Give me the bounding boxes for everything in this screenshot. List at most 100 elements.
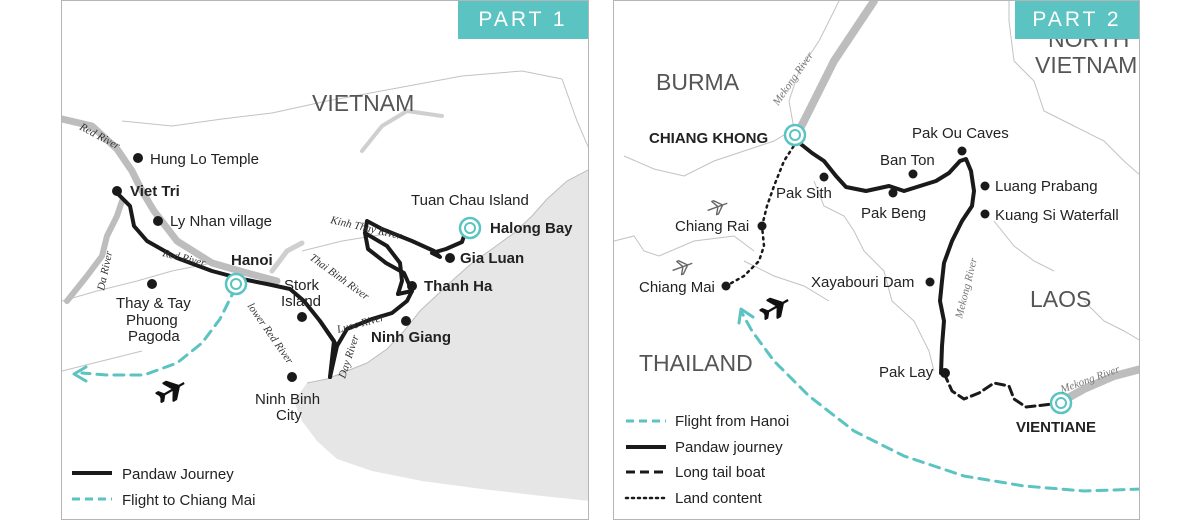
place-label-kuang-si-waterfall: Kuang Si Waterfall (995, 207, 1119, 224)
map-part-2-svg: BURMA NORTH VIETNAM LAOS THAILAND CHIANG… (614, 1, 1139, 507)
place-label-thay-tay: Thay & Tay (116, 295, 191, 312)
flight-arrow-head (737, 307, 755, 325)
country-border (623, 1, 840, 177)
location-dot-icon (888, 188, 898, 198)
location-dot-icon (721, 281, 731, 291)
legend-flight-label: Flight from Hanoi (675, 413, 789, 430)
country-border (813, 180, 935, 372)
location-dot-icon (287, 372, 297, 382)
river-label-mekong-top: Mekong River (770, 49, 816, 108)
place-label-luang-prabang: Luang Prabang (995, 178, 1098, 195)
place-label-chiang-rai: Chiang Rai (675, 218, 749, 235)
mekong-river-band (792, 1, 878, 140)
location-dot-icon (980, 181, 990, 191)
legend-land-label: Land content (675, 490, 763, 507)
da-river-band (64, 198, 125, 304)
part-label: PART 1 (458, 1, 588, 39)
pandaw-journey-route (328, 219, 466, 379)
place-label-ninh-giang: Ninh Giang (371, 329, 451, 346)
place-label-chiang-mai: Chiang Mai (639, 279, 715, 296)
pandaw-journey-route (318, 319, 339, 348)
place-label-tuan-chau-island: Tuan Chau Island (411, 192, 529, 209)
location-dot-icon (819, 172, 829, 182)
location-dot-icon (957, 146, 967, 156)
pandaw-journey-route (363, 231, 404, 296)
flight-arrow-head (72, 365, 88, 383)
country-border (993, 220, 1139, 341)
map-panel-part-2: BURMA NORTH VIETNAM LAOS THAILAND CHIANG… (613, 0, 1140, 520)
place-label-pak-sith: Pak Sith (776, 185, 832, 202)
location-dot-icon (925, 277, 935, 287)
flight-route (80, 285, 238, 377)
river-label-lower-red-river: lower Red River (245, 301, 296, 367)
location-dot-icon (153, 216, 163, 226)
river-label-red-river: Red River (77, 121, 123, 153)
map-part-1-svg: VIETNAM Hung Lo Temple Viet Tri Ly Nhan … (62, 70, 588, 509)
place-label-hung-lo-temple: Hung Lo Temple (150, 151, 259, 168)
place-label-gia-luan: Gia Luan (460, 250, 524, 267)
place-label-island: Island (281, 293, 321, 310)
river-label-da-river: Da River (95, 249, 115, 292)
long-tail-boat-route (942, 371, 1063, 409)
land-content-route (724, 139, 799, 288)
flight-route (740, 311, 1139, 493)
place-label-hanoi: Hanoi (231, 252, 273, 269)
place-label-city: City (276, 407, 302, 424)
country-label-burma: BURMA (656, 69, 740, 95)
airplane-icon (759, 297, 789, 320)
location-dot-icon (445, 253, 455, 263)
place-label-xayabouri-dam: Xayabouri Dam (811, 274, 914, 291)
place-label-pak-lay: Pak Lay (879, 364, 934, 381)
mekong-river-band (1055, 365, 1139, 407)
place-label-vientiane: VIENTIANE (1016, 419, 1096, 436)
port-marker-icon (783, 123, 807, 147)
sea-area (294, 170, 588, 501)
river-label-red-river-mid: Red River (160, 247, 207, 270)
place-label-phuong: Phuong (126, 312, 178, 329)
place-label-ly-nhan-village: Ly Nhan village (170, 213, 272, 230)
legend-flight-label: Flight to Chiang Mai (122, 492, 255, 509)
location-dot-icon (908, 169, 918, 179)
place-label-pagoda: Pagoda (128, 328, 180, 345)
part-label: PART 2 (1015, 1, 1139, 39)
branch-river-band (360, 108, 444, 153)
location-dot-icon (147, 279, 157, 289)
country-border (121, 70, 588, 148)
location-dot-icon (297, 312, 307, 322)
red-river-band (62, 115, 281, 285)
legend-journey-label: Pandaw Journey (122, 466, 234, 483)
pandaw-journey-route (396, 289, 414, 296)
port-marker-icon (458, 216, 482, 240)
location-dot-icon (757, 221, 767, 231)
place-label-halong-bay: Halong Bay (490, 220, 573, 237)
place-label-thanh-ha: Thanh Ha (424, 278, 493, 295)
airplane-icon (155, 380, 185, 403)
location-dot-icon (133, 153, 143, 163)
branch-river-band (269, 240, 305, 274)
port-marker-icon (1049, 391, 1073, 415)
place-label-pak-ou-caves: Pak Ou Caves (912, 125, 1009, 142)
country-label-laos: LAOS (1030, 286, 1091, 312)
map-panel-part-1: VIETNAM Hung Lo Temple Viet Tri Ly Nhan … (61, 0, 589, 520)
country-border (1008, 1, 1139, 175)
place-label-stork: Stork (284, 277, 320, 294)
coastline (306, 169, 588, 384)
location-dot-icon (401, 316, 411, 326)
place-label-viet-tri: Viet Tri (130, 183, 180, 200)
legend-boat-label: Long tail boat (675, 464, 766, 481)
country-label-vietnam: VIETNAM (1035, 52, 1137, 78)
pandaw-journey-route (795, 139, 976, 375)
airplane-icon (672, 260, 693, 276)
country-border (743, 260, 830, 302)
location-dot-icon (112, 186, 122, 196)
place-label-pak-beng: Pak Beng (861, 205, 926, 222)
place-label-ban-ton: Ban Ton (880, 152, 935, 169)
river-label-mekong-mid: Mekong River (953, 256, 980, 321)
legend-journey-label: Pandaw journey (675, 439, 783, 456)
place-label-chiang-khong: CHIANG KHONG (649, 130, 768, 147)
port-marker-icon (224, 272, 248, 296)
country-border (614, 235, 755, 257)
country-label-vietnam: VIETNAM (312, 90, 414, 116)
place-label-ninh-binh: Ninh Binh (255, 391, 320, 408)
location-dot-icon (940, 368, 950, 378)
